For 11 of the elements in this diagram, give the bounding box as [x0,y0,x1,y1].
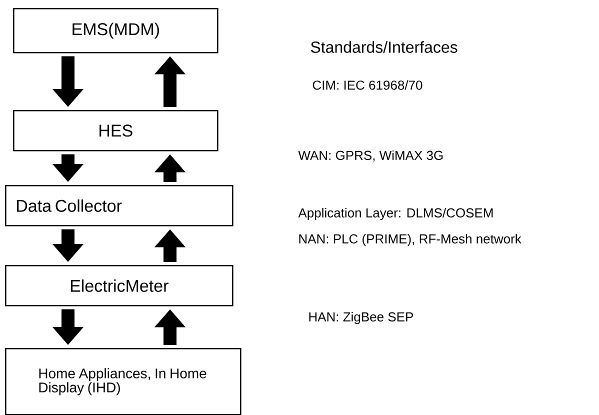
annotation-text: Application Layer: DLMS/COSEM [298,208,493,220]
annotation-text: WAN: GPRS, WiMAX 3G [298,150,443,162]
annotation-text: CIM: IEC 61968/70 [312,80,422,90]
process-box: Home Appliances, In Home Display (IHD) [5,348,242,415]
process-box: EMS(MDM) [13,8,218,54]
process-box: ElectricMeter [5,265,234,306]
annotation-text: Standards/Interfaces [310,41,458,53]
annotation-text: HAN: ZigBee SEP [309,312,413,324]
annotation-text: NAN: PLC (PRIME), RF-Mesh network [299,234,522,246]
process-box: Data Collector [5,185,234,226]
process-box: HES [13,110,218,152]
